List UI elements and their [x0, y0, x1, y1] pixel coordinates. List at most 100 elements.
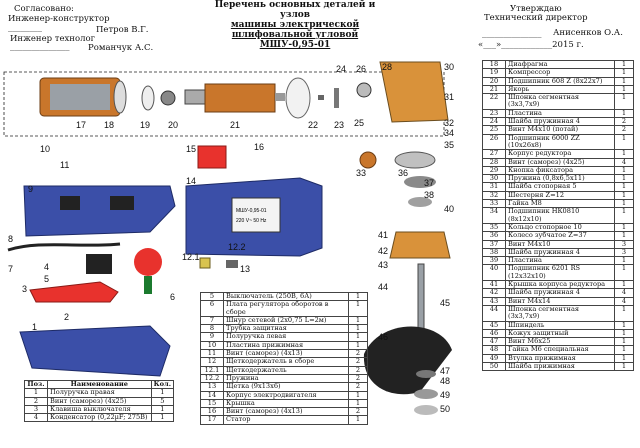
brush-holder-part — [199, 257, 211, 269]
approve-date-line: «___»____________2015 г. — [478, 40, 584, 50]
row-qty: 1 — [614, 264, 634, 282]
power-cord-part — [7, 242, 121, 252]
callout-40: 40 — [444, 204, 454, 214]
row-qty: 1 — [614, 133, 634, 151]
row-position: 42 — [482, 288, 506, 298]
row-position: 44 — [482, 304, 506, 322]
callout-20: 20 — [168, 120, 178, 130]
row-qty: 1 — [348, 300, 368, 317]
table-header-row: Поз. Наименование Кол. — [24, 379, 175, 390]
row-qty: 1 — [614, 182, 634, 192]
gearbox-housing — [379, 61, 449, 123]
motor-housing-part: MШУ-0,95-01 220 V~ 50 Hz — [185, 177, 323, 257]
row-name: Подшипник 6201 RS (12x32x10) — [505, 264, 615, 282]
callout-34: 34 — [444, 128, 454, 138]
callout-15: 15 — [186, 144, 196, 154]
callout-13: 13 — [240, 264, 250, 274]
row-position: 6 — [200, 300, 224, 317]
callout-16: 16 — [254, 142, 264, 152]
callout-27: 27 — [382, 56, 392, 58]
callout-23: 23 — [334, 120, 344, 130]
row-position: 19 — [482, 68, 506, 78]
callout-44: 44 — [378, 282, 388, 292]
row-name: Подшипник НК0810 (8x12x10) — [505, 207, 615, 224]
row-name: Колесо зубчатое Z=37 — [505, 231, 615, 241]
row-position: 50 — [482, 361, 506, 372]
key-22 — [318, 95, 324, 100]
callout-38: 38 — [424, 190, 434, 200]
callout-12-1: 12.1 — [182, 252, 200, 262]
row-qty: 2 — [614, 125, 634, 135]
engineer-constructor-label: Инженер-конструктор — [8, 14, 110, 24]
row-name: Подшипник 6000 ZZ (10x26x8) — [505, 133, 615, 151]
callout-31: 31 — [444, 92, 454, 102]
signer-2: Романчук А.С. — [88, 43, 154, 53]
row-qty: 1 — [614, 149, 634, 159]
row-name: Конденсатор (0,22µF; 275В) — [47, 413, 152, 423]
diaphragm-part — [113, 80, 127, 114]
row-position: 22 — [482, 93, 506, 110]
callout-25: 25 — [354, 118, 364, 128]
row-qty: 1 — [348, 415, 368, 425]
signer-1: Петров В.Г. — [96, 25, 149, 35]
callout-24: 24 — [336, 64, 346, 74]
switch-key-part — [29, 281, 119, 303]
callout-11: 11 — [60, 160, 69, 170]
cover-cap-part — [197, 145, 227, 169]
row-position: 40 — [482, 264, 506, 282]
callout-12-2: 12.2 — [228, 242, 246, 252]
svg-text:MШУ-0,95-01: MШУ-0,95-01 — [236, 208, 267, 214]
callout-21: 21 — [230, 120, 240, 130]
washer-stack — [414, 370, 438, 415]
row-name: Шайба стопорная 5 — [505, 182, 615, 192]
row-position: 1 — [24, 388, 48, 398]
plate-23 — [334, 88, 339, 108]
row-name: Щетка (9x13x6) — [223, 382, 349, 392]
callout-26: 26 — [356, 64, 366, 74]
document-title: Перечень основных деталей и узлов машины… — [214, 0, 376, 50]
row-qty: 1 — [614, 68, 634, 78]
agreed-label: Согласовано: — [14, 4, 74, 14]
approve-signature-line: ______________ — [482, 29, 542, 39]
row-qty: 1 — [614, 304, 634, 322]
row-qty: 4 — [614, 288, 634, 298]
capacitor-part — [86, 254, 112, 274]
row-position: 25 — [482, 125, 506, 135]
exploded-diagram: MШУ-0,95-01 220 V~ 50 Hz 17 18 19 20 21 … — [3, 56, 454, 415]
callout-46: 46 — [378, 332, 388, 342]
callout-18: 18 — [104, 120, 114, 130]
row-name: Гайка М6 специальная — [505, 345, 615, 355]
callout-6: 6 — [170, 292, 175, 302]
stator-part — [39, 77, 121, 117]
callout-3: 3 — [22, 284, 27, 294]
row-name: Плата регулятора оборотов в сборе — [223, 300, 349, 317]
speed-regulator-part — [134, 248, 162, 294]
callout-49: 49 — [440, 390, 450, 400]
row-name: Шайба прижимная — [505, 361, 615, 372]
row-qty: 1 — [150, 413, 175, 423]
row-position: 36 — [482, 231, 506, 241]
row-position: 34 — [482, 207, 506, 224]
signature-line-1: ________ — [8, 23, 42, 33]
callout-32: 32 — [444, 118, 454, 128]
row-name: Статор — [223, 415, 349, 425]
row-name: Корпус редуктора — [505, 149, 615, 159]
callout-4: 4 — [44, 262, 49, 272]
